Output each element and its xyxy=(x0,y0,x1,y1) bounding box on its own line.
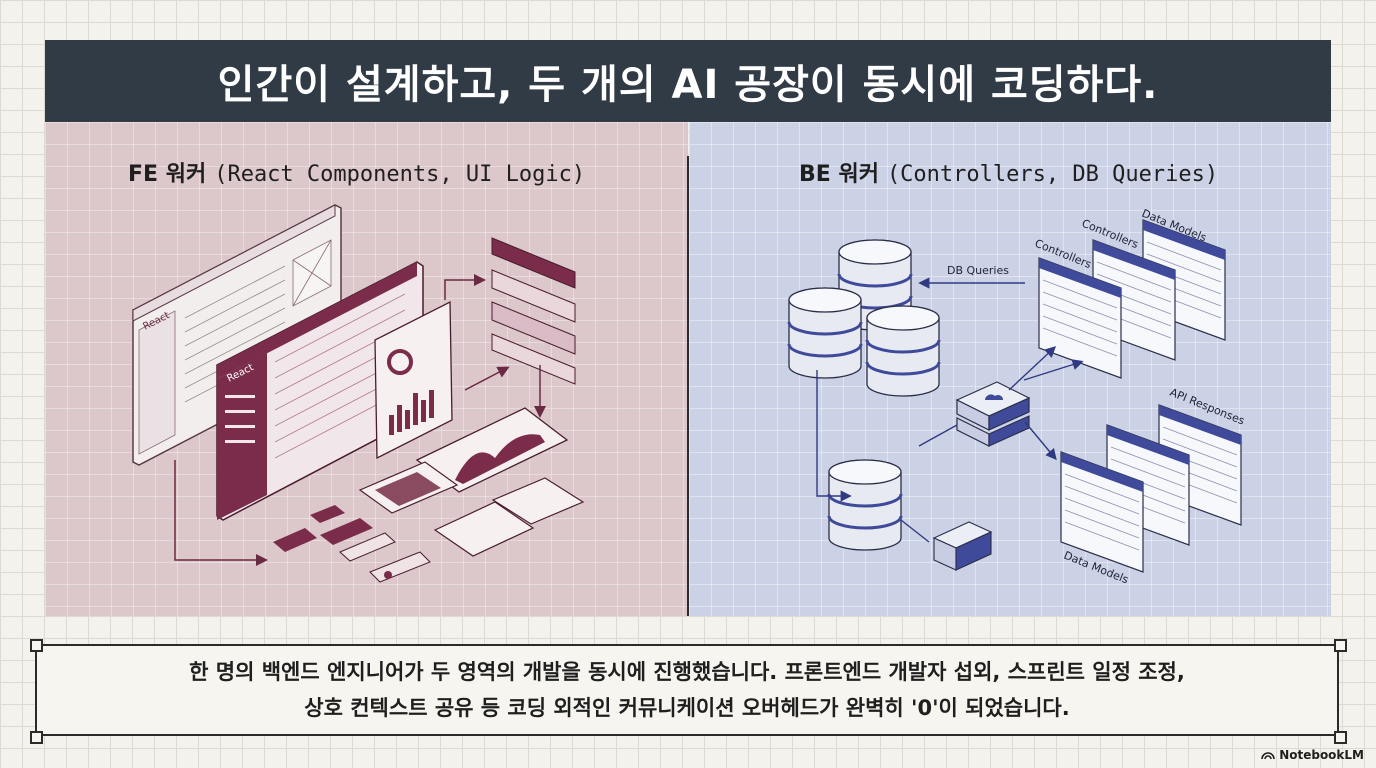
fe-label-sub: (React Components, UI Logic) xyxy=(214,162,586,187)
caption-line-1: 한 명의 백엔드 엔지니어가 두 영역의 개발을 동시에 진행했습니다. 프론트… xyxy=(189,660,1185,684)
brand-watermark: NotebookLM xyxy=(1261,748,1364,762)
be-server-node xyxy=(955,381,1031,447)
be-label-strong: BE 워커 xyxy=(799,162,879,187)
fe-window-front: React xyxy=(216,261,424,521)
fe-illustration: React React xyxy=(132,204,585,583)
fe-panel-label: FE 워커 (React Components, UI Logic) xyxy=(128,156,585,188)
caption-box: 한 명의 백엔드 엔지니어가 두 영역의 개발을 동시에 진행했습니다. 프론트… xyxy=(35,644,1339,736)
be-database-cluster xyxy=(787,238,941,552)
fe-label-strong: FE 워커 xyxy=(128,162,207,187)
caption-corner-handle xyxy=(1334,639,1347,652)
caption-corner-handle xyxy=(30,639,43,652)
fe-small-cards xyxy=(273,461,585,583)
fe-dashboard-card xyxy=(374,300,453,460)
be-flow-arrows xyxy=(816,277,1084,543)
caption-line-2: 상호 컨텍스트 공유 등 코딩 외적인 커뮤니케이션 오버헤드가 완벽히 '0'… xyxy=(304,696,1070,720)
caption-corner-handle xyxy=(30,731,43,744)
fe-component-stack xyxy=(491,237,576,385)
title-banner: 인간이 설계하고, 두 개의 AI 공장이 동시에 코딩하다. xyxy=(45,40,1331,122)
brand-name: NotebookLM xyxy=(1279,748,1364,762)
notebooklm-logo-icon xyxy=(1261,752,1275,760)
page-title: 인간이 설계하고, 두 개의 AI 공장이 동시에 코딩하다. xyxy=(217,62,1159,108)
caption-corner-handle xyxy=(1334,731,1347,744)
be-label-sub: (Controllers, DB Queries) xyxy=(886,162,1219,187)
be-small-server xyxy=(932,521,993,571)
be-tag-db-queries: DB Queries xyxy=(947,264,1009,277)
fe-flow-arrows xyxy=(174,274,546,566)
be-panel-label: BE 워커 (Controllers, DB Queries) xyxy=(799,156,1218,188)
panel-divider xyxy=(687,156,689,616)
be-illustration: DB Queries Controllers Controllers Data … xyxy=(787,207,1247,587)
be-sheets xyxy=(1038,219,1242,573)
